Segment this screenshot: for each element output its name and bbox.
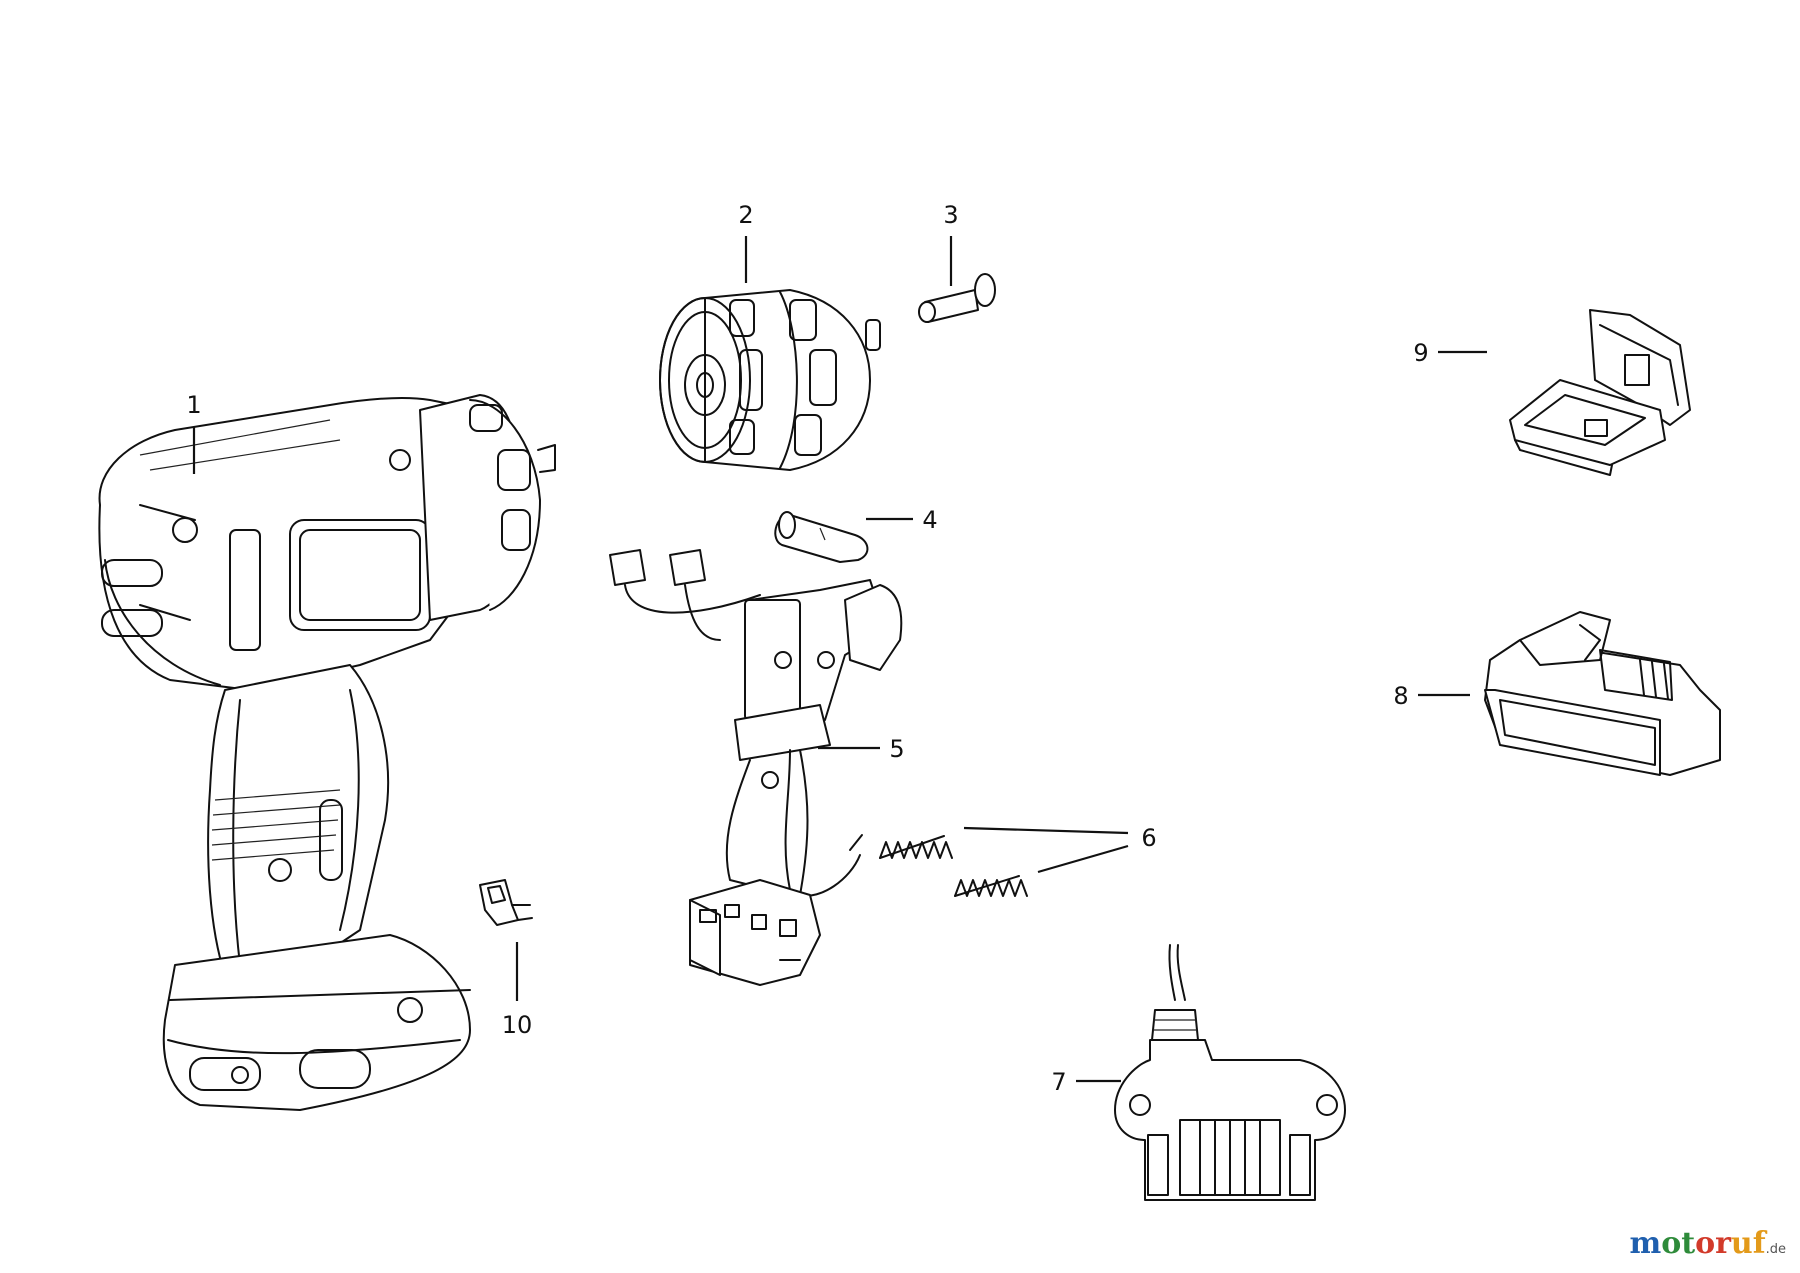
part-number-10: 10 [502, 1011, 533, 1039]
charger-icon [1114, 944, 1346, 1201]
spring-icon [879, 835, 1028, 897]
clip-icon [479, 879, 533, 926]
part-number-7: 7 [1051, 1068, 1066, 1096]
capacitor-icon [774, 511, 869, 563]
watermark-part-1: m [1629, 1226, 1662, 1261]
watermark-logo: motoruf.de [1629, 1226, 1786, 1261]
screw-icon [918, 273, 996, 323]
leader-line-6b [1037, 844, 1129, 874]
part-number-9: 9 [1413, 339, 1428, 367]
watermark-tld: .de [1765, 1242, 1786, 1257]
case-icon [1509, 309, 1691, 476]
part-number-1: 1 [186, 391, 201, 419]
part-number-3: 3 [943, 201, 958, 229]
chuck-icon [659, 289, 881, 471]
drill-body-icon [98, 394, 556, 1111]
part-number-8: 8 [1393, 682, 1408, 710]
battery-pack-icon [1484, 611, 1721, 776]
part-number-4: 4 [922, 506, 937, 534]
switch-assembly-icon [609, 549, 903, 986]
part-number-6: 6 [1141, 824, 1156, 852]
part-number-2: 2 [738, 201, 753, 229]
watermark-part-4: uf [1730, 1226, 1766, 1261]
watermark-part-3: or [1695, 1226, 1731, 1261]
part-number-5: 5 [889, 735, 904, 763]
watermark-part-2: ot [1661, 1226, 1696, 1261]
leader-line-6a [963, 826, 1129, 835]
